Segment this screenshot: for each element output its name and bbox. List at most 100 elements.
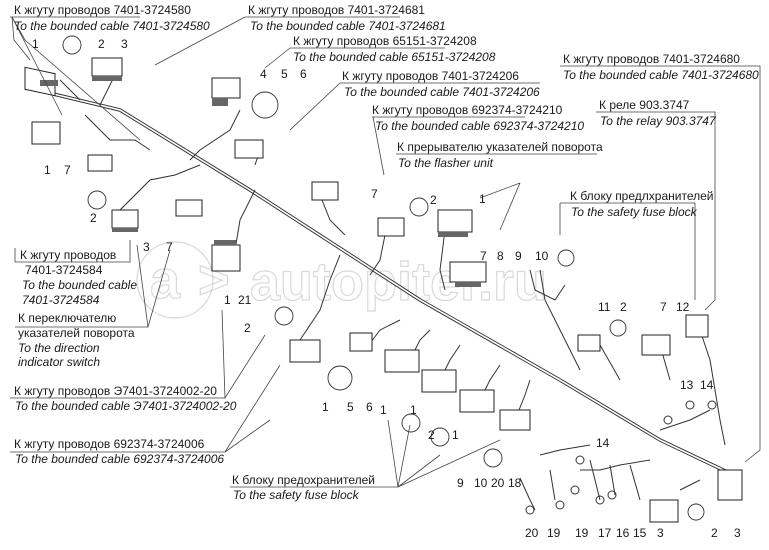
callout-ru-3724584-1: К жгуту проводов [20,248,116,262]
item-number: 1 [380,403,387,417]
item-number: 2 [244,321,251,335]
callout-en-3724580: To the bounded cable 7401-3724580 [14,19,210,33]
item-number: 9 [515,249,522,263]
callout-ru-3724208: К жгуту проводов 65151-3724208 [293,34,477,48]
callout-ru-fuse-top: К блоку предлхранителей [570,189,713,203]
item-number: 10 [535,249,549,263]
svg-text:a: a [150,250,181,310]
item-number: 7 [64,163,71,177]
callout-en-3724584-1: To the bounded cable [22,278,137,292]
item-number: 2 [711,526,718,540]
connector-3-mid [111,209,139,232]
connector-lower-a [384,349,420,373]
item-number: 14 [700,378,714,392]
callout-ru-3724206: К жгуту проводов 7401-3724206 [342,69,519,83]
callout-ru-3724680: К жгуту проводов 7401-3724680 [563,52,740,66]
item-number: 3 [121,37,128,51]
item-number: 11 [598,300,611,314]
item-number: 10 [474,476,488,490]
connector-7-left [87,154,113,172]
svg-text:autopiter.ru: autopiter.ru [250,252,547,312]
connector-6 [234,139,264,159]
callout-ru-3724006: К жгуту проводов 692374-3724006 [14,437,205,451]
fuse-icon [483,448,503,468]
item-numbers: 1 2 3 4 5 6 1 7 2 3 7 1 21 2 7 2 1 7 8 9… [32,37,741,540]
fuse-icon [401,413,421,433]
connector-3-bottom [649,499,679,523]
item-number: 1 [322,400,329,414]
item-number: 6 [366,400,373,414]
fuse-icon [62,35,82,55]
callout-ru-dir-switch-1: К переключателю [18,311,116,325]
connector-1-flasher [437,209,473,237]
item-number: 7 [660,300,667,314]
item-number: 15 [633,526,647,540]
connector-1-lower [289,339,321,363]
item-number: 7 [371,187,378,201]
callout-ru-relay: К реле 903.3747 [599,98,690,112]
callout-en-dir-switch-2: indicator switch [18,355,100,369]
item-number: 13 [680,378,694,392]
item-number: 2 [430,193,437,207]
connector-lower-b [421,369,457,393]
item-number: 5 [347,400,354,414]
connector-1-mid [211,240,241,272]
item-number: 7 [166,240,173,254]
item-number: 19 [547,526,561,540]
item-number: 1 [479,192,486,206]
item-number: 12 [676,300,690,314]
connector-3-top [91,57,123,81]
callout-ru-flasher: К прерывателю указателей поворота [397,140,603,154]
item-number: 14 [596,436,610,450]
callout-en-3724006: To the bounded cable 692374-3724006 [15,452,224,466]
callout-en-dir-switch-1: To the direction [18,341,100,355]
connector-lower-d [499,409,531,431]
callout-en-3724002: To the bounded cable Э7401-3724002-20 [15,399,237,413]
fuse-icon [251,91,279,119]
fuse-icon [609,319,627,337]
callout-ru-dir-switch-2: указателей поворота [18,326,135,340]
callout-ru-3724681: К жгуту проводов 7401-3724681 [248,3,425,17]
callout-en-3724681: To the bounded cable 7401-3724681 [250,19,446,33]
item-number: 2 [90,211,97,225]
fuse-icon [274,306,294,326]
fuse-icons [62,35,705,521]
callout-en-fuse-bottom: To the safety fuse block [233,488,360,502]
connector-4 [211,77,241,106]
item-number: 2 [428,428,435,442]
leader-lines [10,16,761,488]
connector-6-lower [349,332,373,352]
connector-1-left [31,121,61,145]
wire-bundle-8-9 [529,269,566,301]
item-number: 3 [657,526,664,540]
connector-lower-c [459,389,495,413]
item-number: 1 [44,163,51,177]
callout-en-3724584-2: 7401-3724584 [22,293,100,307]
connector-7-center-2 [377,217,405,237]
callout-en-3724206: To the bounded cable 7401-3724206 [344,85,540,99]
item-number: 20 [491,476,505,490]
item-number: 1 [32,37,39,51]
item-number: 9 [457,476,464,490]
item-number: 2 [620,300,627,314]
connector-7-right [449,261,487,287]
connector-7-center [311,181,339,201]
item-number: 17 [598,526,612,540]
item-number: 3 [143,240,150,254]
fuse-icon [430,427,450,447]
callout-en-fuse-top: To the safety fuse block [571,205,698,219]
item-number: 16 [616,526,630,540]
item-number: 20 [525,526,539,540]
callout-ru-3724580: К жгуту проводов 7401-3724580 [14,3,191,17]
fuse-icon [87,190,107,210]
connector-11 [577,334,601,352]
item-number: 7 [480,249,487,263]
item-number: 3 [734,526,741,540]
callout-en-3724210: To the bounded cable 692374-3724210 [375,119,584,133]
connectors [24,57,743,523]
fuse-icon [327,365,353,391]
connector-12 [685,314,709,338]
item-number: 1 [452,428,459,442]
item-number: 2 [98,37,105,51]
